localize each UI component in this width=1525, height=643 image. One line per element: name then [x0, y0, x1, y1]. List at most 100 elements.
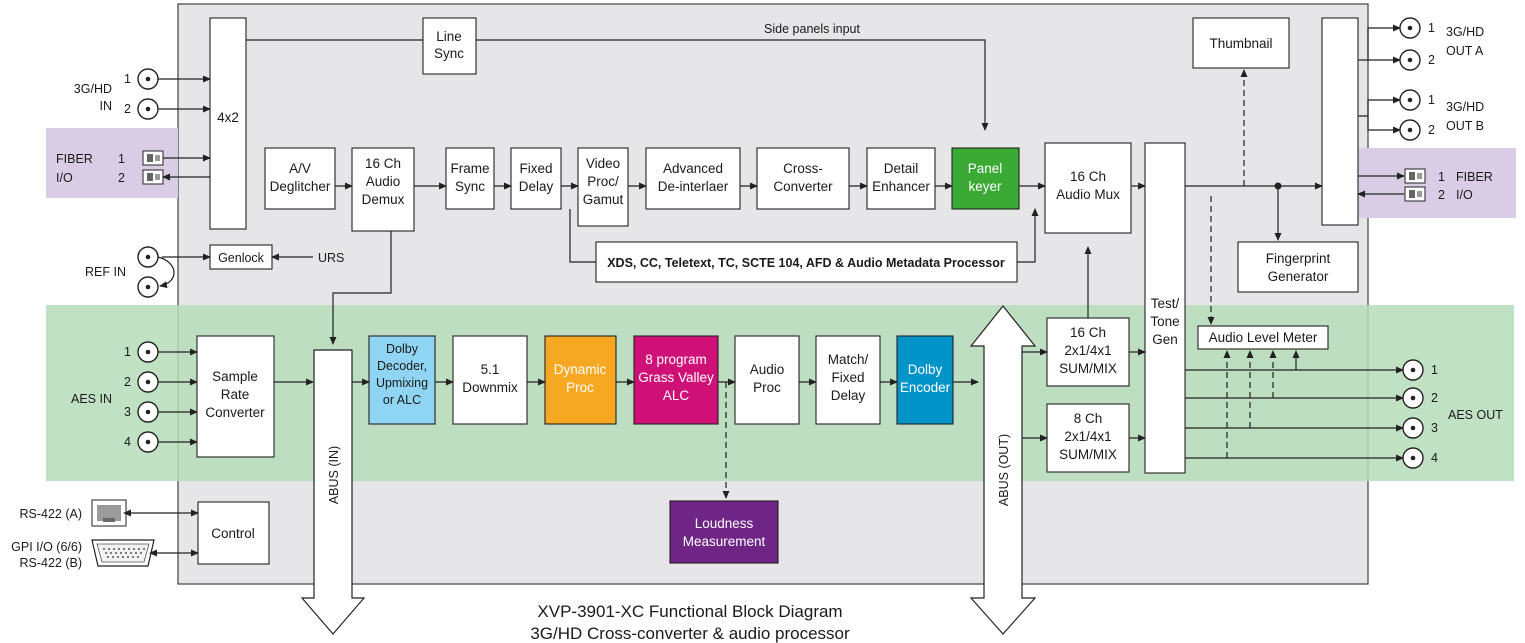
- line-sync-block: [422, 17, 477, 75]
- control-label: Control: [211, 526, 255, 541]
- rs422a-label: RS-422 (A): [19, 507, 82, 521]
- gpi-label-2: RS-422 (B): [19, 556, 82, 570]
- aes-in-label: AES IN: [71, 392, 112, 406]
- match-delay-block: [815, 335, 881, 425]
- aes-out-port-4: 4: [1431, 451, 1438, 465]
- test-tone-label-3: Gen: [1152, 332, 1178, 347]
- test-tone-label-1: Test/: [1151, 296, 1180, 311]
- audio-demux-label-3: Demux: [362, 192, 405, 207]
- dynamic-proc-block: [544, 335, 617, 425]
- thumbnail-block: [1192, 17, 1290, 69]
- frame-sync-label-2: Sync: [455, 179, 485, 194]
- sum16-label-2: 2x1/4x1: [1064, 343, 1111, 358]
- dynamic-proc-label-1: Dynamic: [554, 362, 607, 377]
- fixed-delay-block: [510, 147, 562, 210]
- out-b-label-1: 3G/HD: [1446, 100, 1484, 114]
- panel-keyer-label-2: keyer: [968, 179, 1002, 194]
- fiber-out-band: [1356, 148, 1516, 218]
- rj45-icon: [91, 499, 127, 527]
- audio-proc-label-2: Proc: [753, 380, 781, 395]
- dolby-decoder-label-2: Decoder,: [377, 359, 427, 373]
- sdi-in-label-1: 3G/HD: [74, 82, 112, 96]
- downmix-block: [452, 335, 528, 425]
- aes-in-port-3: 3: [124, 405, 131, 419]
- gv-alc-label-1: 8 program: [645, 352, 707, 367]
- metadata-processor-block: [595, 241, 1018, 283]
- sdi-in-label-2: IN: [100, 99, 113, 113]
- thumbnail-label: Thumbnail: [1209, 36, 1272, 51]
- frame-sync-block: [445, 147, 495, 210]
- gpi-label-1: GPI I/O (6/6): [11, 540, 82, 554]
- fingerprint-block: [1237, 241, 1359, 293]
- fiber-out-label-2: I/O: [1456, 188, 1473, 202]
- side-panels-label: Side panels input: [764, 22, 860, 36]
- dolby-encoder-block: [896, 335, 954, 425]
- dolby-encoder-label-1: Dolby: [908, 362, 943, 377]
- audio-demux-block: [351, 147, 415, 232]
- match-delay-label-1: Match/: [828, 352, 869, 367]
- sdi-in-port-1: 1: [124, 72, 131, 86]
- genlock-block: [209, 244, 273, 270]
- fiber-in-connectors: [142, 150, 164, 185]
- gv-alc-label-3: ALC: [663, 388, 690, 403]
- fingerprint-label-1: Fingerprint: [1266, 251, 1331, 266]
- detail-enhancer-block: [866, 147, 936, 210]
- abus-in-label: ABUS (IN): [327, 446, 341, 504]
- match-delay-label-2: Fixed: [831, 370, 864, 385]
- out-b-port-1: 1: [1428, 93, 1435, 107]
- diagram-subtitle: 3G/HD Cross-converter & audio processor: [530, 624, 850, 643]
- fixed-delay-label-1: Fixed: [519, 161, 552, 176]
- video-proc-block: [577, 147, 629, 227]
- audio-demux-label-2: Audio: [366, 174, 401, 189]
- audio-proc-label-1: Audio: [750, 362, 785, 377]
- video-proc-label-1: Video: [586, 156, 620, 171]
- loudness-label-2: Measurement: [683, 534, 766, 549]
- dolby-decoder-label-3: Upmixing: [376, 376, 428, 390]
- frame-sync-label-1: Frame: [450, 161, 489, 176]
- line-sync-label-1: Line: [436, 29, 462, 44]
- deinterlacer-label-1: Advanced: [663, 161, 723, 176]
- cross-converter-label-1: Cross-: [783, 161, 823, 176]
- src-block: [196, 335, 275, 458]
- sdi-in-connectors: [137, 68, 159, 120]
- av-deglitcher-label-1: A/V: [289, 161, 311, 176]
- audio-demux-label-1: 16 Ch: [365, 156, 401, 171]
- metadata-processor-label: XDS, CC, Teletext, TC, SCTE 104, AFD & A…: [607, 256, 1005, 270]
- fiber-in-label-2: I/O: [56, 171, 73, 185]
- dolby-decoder-label-1: Dolby: [386, 342, 419, 356]
- audio-mux-label-1: 16 Ch: [1070, 169, 1106, 184]
- sum8-label-2: 2x1/4x1: [1064, 429, 1111, 444]
- video-proc-label-2: Proc/: [587, 174, 619, 189]
- sum8-label-1: 8 Ch: [1074, 411, 1103, 426]
- sum16-label-1: 16 Ch: [1070, 325, 1106, 340]
- router-label: 4x2: [217, 110, 239, 125]
- cross-converter-label-2: Converter: [773, 179, 833, 194]
- src-label-3: Converter: [205, 405, 265, 420]
- panel-keyer-block: [951, 147, 1020, 210]
- abus-in-arrow: [300, 349, 366, 635]
- sdi-out-connectors: [1399, 17, 1421, 141]
- sdi-in-port-2: 2: [124, 102, 131, 116]
- aes-out-label: AES OUT: [1448, 408, 1503, 422]
- ref-in-label: REF IN: [85, 265, 126, 279]
- router-4x2: [209, 17, 247, 230]
- panel-keyer-label-1: Panel: [968, 161, 1003, 176]
- aes-in-connectors: [137, 341, 159, 453]
- fiber-in-port-1: 1: [118, 152, 125, 166]
- audio-proc-block: [734, 335, 800, 425]
- main-frame: [177, 3, 1369, 585]
- src-label-1: Sample: [212, 369, 258, 384]
- downmix-label-1: 5.1: [481, 362, 500, 377]
- out-a-port-2: 2: [1428, 53, 1435, 67]
- aes-in-port-2: 2: [124, 375, 131, 389]
- dolby-encoder-label-2: Encoder: [900, 380, 951, 395]
- diagram-title: XVP-3901-XC Functional Block Diagram: [537, 602, 842, 621]
- aes-in-port-4: 4: [124, 435, 131, 449]
- test-tone-label-2: Tone: [1150, 314, 1179, 329]
- audio-level-meter-label: Audio Level Meter: [1209, 330, 1318, 345]
- loudness-label-1: Loudness: [695, 516, 754, 531]
- out-b-port-2: 2: [1428, 123, 1435, 137]
- abus-out-label: ABUS (OUT): [997, 434, 1011, 506]
- audio-mux-block: [1044, 142, 1132, 234]
